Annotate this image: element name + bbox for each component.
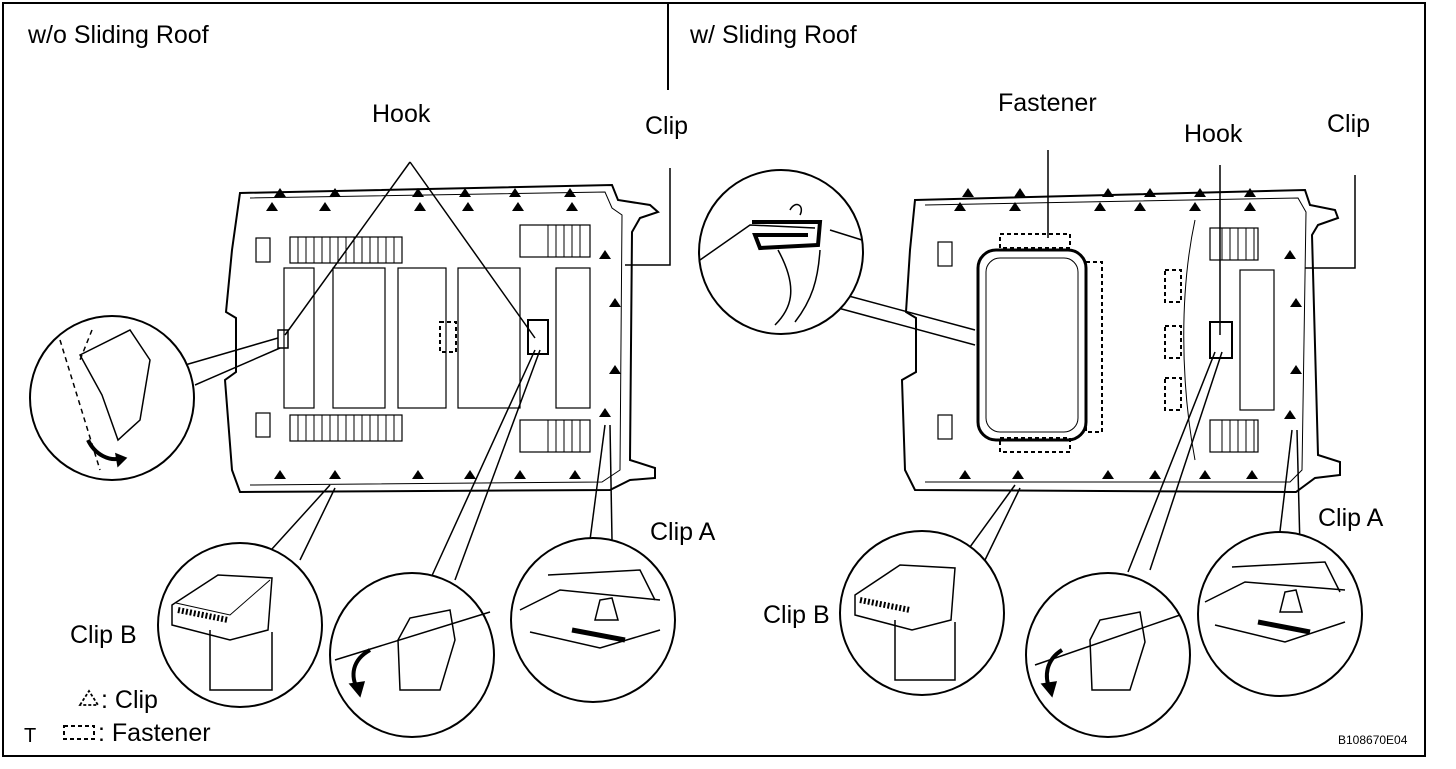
right-hook-detail xyxy=(1025,572,1191,738)
legend-fastener-icon: [] xyxy=(63,725,95,740)
sunroof-opening xyxy=(976,248,1088,442)
left-grille-lines xyxy=(297,225,581,452)
right-fastener-label: Fastener xyxy=(998,89,1097,117)
right-clip-a-sketch xyxy=(1204,561,1346,643)
right-hook-label: Hook xyxy=(1184,120,1243,148)
left-clip-a-sketch xyxy=(519,569,661,649)
frame-border xyxy=(2,2,1426,757)
right-clip-a-label: Clip A xyxy=(1318,504,1384,532)
right-roof-panels xyxy=(937,227,1275,453)
left-clip-label: Clip xyxy=(645,112,688,140)
left-clip-symbols xyxy=(266,188,621,479)
right-clip-b-detail xyxy=(839,530,1005,696)
right-grille-lines xyxy=(1221,228,1255,452)
legend-fastener-text: : Fastener xyxy=(98,719,211,747)
left-center-fastener xyxy=(439,321,457,353)
right-hook xyxy=(1209,321,1233,359)
right-clip-b-label: Clip B xyxy=(763,601,830,629)
legend-marker: T xyxy=(24,725,36,747)
left-hook-rear-detail xyxy=(329,572,495,738)
left-hook-label: Hook xyxy=(372,100,431,128)
right-clip-label: Clip xyxy=(1327,110,1370,138)
right-leader-lines xyxy=(837,150,1356,573)
figure-code: B108670E04 xyxy=(1338,733,1408,747)
left-hook-front xyxy=(277,329,289,349)
right-hook-sketch xyxy=(1034,611,1181,698)
left-clip-b-label: Clip B xyxy=(70,621,137,649)
left-hook-front-detail xyxy=(29,315,195,481)
left-clip-b-sketch xyxy=(171,574,273,691)
left-clip-b-detail xyxy=(157,542,323,708)
right-panel-title: w/ Sliding Roof xyxy=(689,21,857,49)
left-leader-lines xyxy=(184,161,671,581)
left-hook-rear-sketch xyxy=(334,609,491,698)
right-fastener-detail xyxy=(698,169,864,335)
legend-clip-icon: △ xyxy=(78,689,100,706)
left-panel: w/o Sliding Roof xyxy=(27,21,716,738)
legend: △ : Clip [] : Fastener T xyxy=(24,686,211,747)
legend-clip-text: : Clip xyxy=(101,686,158,714)
right-fastener-sketch xyxy=(699,203,863,326)
right-clip-symbols xyxy=(954,188,1302,479)
left-headliner-outline xyxy=(223,183,660,494)
right-clip-a-detail xyxy=(1197,531,1363,697)
left-clip-a-detail xyxy=(510,537,676,703)
right-fasteners xyxy=(999,233,1182,453)
right-panel: w/ Sliding Roof xyxy=(689,21,1384,738)
left-hook-front-sketch xyxy=(78,329,151,442)
left-clip-a-label: Clip A xyxy=(650,518,716,546)
right-clip-b-sketch xyxy=(854,564,956,681)
left-panel-title: w/o Sliding Roof xyxy=(27,21,209,49)
